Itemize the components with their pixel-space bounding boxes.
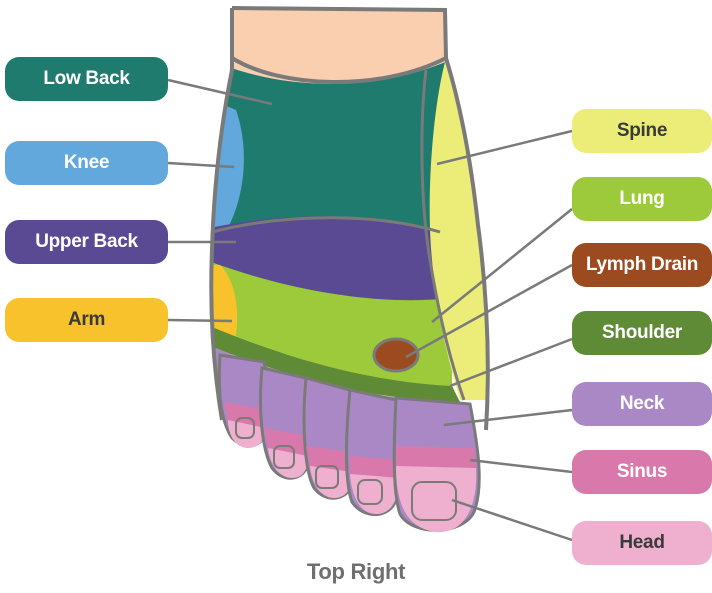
label-sinus: Sinus bbox=[572, 450, 712, 494]
label-lung: Lung bbox=[572, 177, 712, 221]
toe-5 bbox=[394, 398, 479, 532]
toe-4 bbox=[347, 390, 401, 515]
label-spine: Spine bbox=[572, 109, 712, 153]
label-upper-back: Upper Back bbox=[5, 220, 168, 264]
leader-head bbox=[452, 500, 572, 540]
label-lymph-drain: Lymph Drain bbox=[572, 243, 712, 287]
label-knee: Knee bbox=[5, 141, 168, 185]
label-shoulder: Shoulder bbox=[572, 311, 712, 355]
leader-arm bbox=[168, 320, 232, 321]
label-neck: Neck bbox=[572, 382, 712, 426]
diagram-caption: Top Right bbox=[0, 559, 712, 585]
leader-sinus bbox=[470, 460, 572, 472]
label-low-back: Low Back bbox=[5, 57, 168, 101]
label-arm: Arm bbox=[5, 298, 168, 342]
